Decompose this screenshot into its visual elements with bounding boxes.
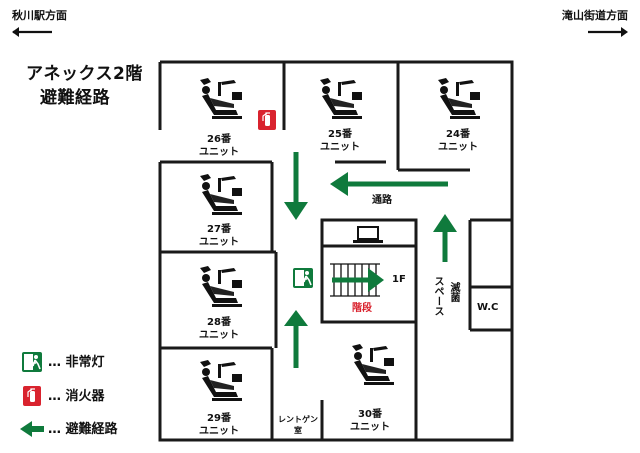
left-direction-label: 秋川駅方面 bbox=[12, 9, 67, 22]
unit-27-label: 27番 ユニット bbox=[193, 223, 245, 249]
unit-text: ユニット bbox=[438, 142, 478, 153]
unit-text: ユニット bbox=[350, 422, 390, 433]
left-direction-arrow bbox=[12, 27, 52, 37]
floor-label: 1F bbox=[392, 274, 406, 285]
unit-29-label: 29番 ユニット bbox=[193, 412, 245, 438]
dental-chair-icon-29 bbox=[200, 360, 242, 401]
unit-28-label: 28番 ユニット bbox=[193, 316, 245, 342]
dental-chair-icon-28 bbox=[200, 266, 242, 307]
unit-25-label: 25番 ユニット bbox=[314, 128, 366, 154]
unit-text: ユニット bbox=[199, 237, 239, 248]
unit-number: 29番 bbox=[207, 413, 231, 424]
page-title: アネックス2階 bbox=[26, 64, 143, 84]
xray-room-line1: レントゲン bbox=[278, 415, 318, 424]
dental-chair-icon-25 bbox=[320, 78, 362, 119]
unit-number: 24番 bbox=[446, 129, 470, 140]
dental-chair-icon-30 bbox=[352, 344, 394, 385]
legend-extinguisher-text: … 消火器 bbox=[48, 389, 105, 404]
emergency-light-icon bbox=[292, 267, 314, 289]
unit-number: 28番 bbox=[207, 317, 231, 328]
fire-extinguisher-icon bbox=[257, 109, 277, 131]
unit-number: 25番 bbox=[328, 129, 352, 140]
walls bbox=[158, 60, 514, 442]
unit-30-label: 30番 ユニット bbox=[344, 408, 396, 434]
passage-label: 通路 bbox=[372, 195, 392, 206]
dental-chair-icon-26 bbox=[200, 78, 242, 119]
legend-emergency-light-icon bbox=[21, 351, 43, 373]
dental-chair-icon-27 bbox=[200, 174, 242, 215]
unit-26-label: 26番 ユニット bbox=[193, 133, 245, 159]
stairs-label: 階段 bbox=[352, 303, 372, 314]
unit-text: ユニット bbox=[199, 330, 239, 341]
right-direction-arrow bbox=[588, 27, 628, 37]
legend-extinguisher-icon bbox=[22, 385, 42, 407]
wc-label: W.C bbox=[477, 302, 499, 313]
legend-route-arrow-icon bbox=[20, 421, 44, 437]
sterile-label-1: 滅菌 bbox=[448, 282, 459, 302]
xray-room-label: レントゲン 室 bbox=[275, 414, 321, 436]
unit-number: 30番 bbox=[358, 409, 382, 420]
unit-text: ユニット bbox=[199, 147, 239, 158]
legend-route-text: … 避難経路 bbox=[48, 422, 118, 437]
xray-room-line2: 室 bbox=[294, 426, 302, 435]
laptop-icon bbox=[353, 226, 383, 243]
sterile-label-2: スペース bbox=[432, 276, 443, 316]
unit-text: ユニット bbox=[320, 142, 360, 153]
unit-number: 26番 bbox=[207, 134, 231, 145]
legend-emergency-light-text: … 非常灯 bbox=[48, 355, 105, 370]
page-subtitle: 避難経路 bbox=[40, 88, 110, 108]
unit-text: ユニット bbox=[199, 426, 239, 437]
evacuation-arrows bbox=[284, 152, 457, 368]
unit-24-label: 24番 ユニット bbox=[432, 128, 484, 154]
right-direction-label: 滝山街道方面 bbox=[562, 9, 628, 22]
unit-number: 27番 bbox=[207, 224, 231, 235]
dental-chair-icon-24 bbox=[438, 78, 480, 119]
